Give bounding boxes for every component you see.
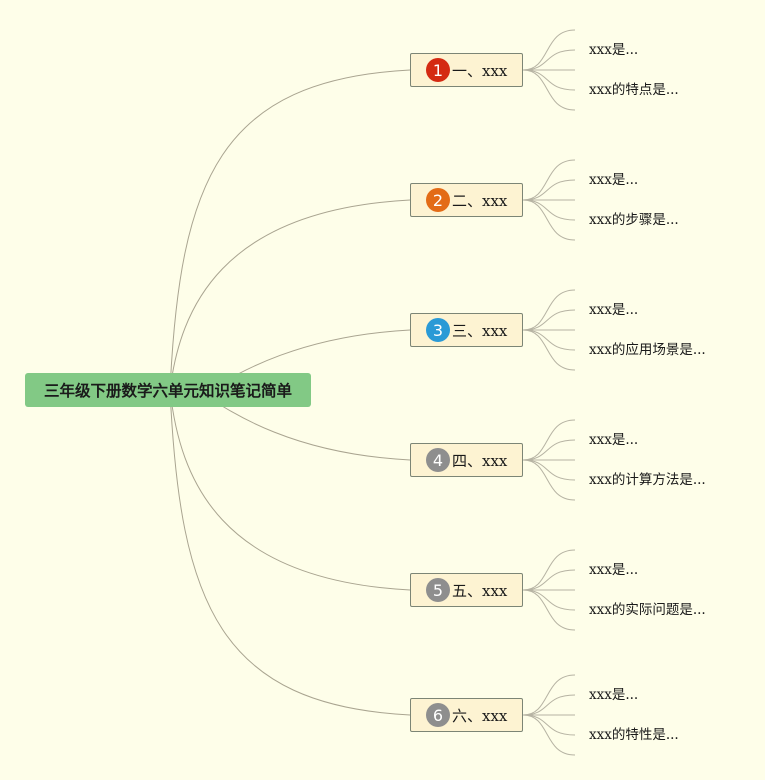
- branch-topic-label: 二、xxx: [452, 191, 508, 210]
- leaf-line-3-1: [522, 289, 576, 331]
- leaf-line-4-1: [522, 419, 576, 461]
- subtopic-2-1[interactable]: xxx是...: [589, 172, 639, 188]
- leaf-line-4-2: [522, 439, 576, 461]
- subtopic-1-2[interactable]: xxx的特点是...: [589, 82, 679, 98]
- subtopic-2-2[interactable]: xxx的步骤是...: [589, 212, 679, 228]
- branch-topic-label: 一、xxx: [452, 61, 508, 80]
- leaf-line-5-4: [522, 589, 576, 611]
- root-topic-label: 三年级下册数学六单元知识笔记简单: [43, 382, 292, 400]
- root-connector-1: [169, 69, 411, 391]
- leaf-line-3-2: [522, 309, 576, 331]
- leaf-line-5-1: [522, 549, 576, 591]
- subtopic-6-1[interactable]: xxx是...: [589, 687, 639, 703]
- subtopic-3-1[interactable]: xxx是...: [589, 302, 639, 318]
- number-badge-icon: 4: [426, 448, 450, 472]
- subtopic-3-2[interactable]: xxx的应用场景是...: [589, 342, 706, 358]
- leaf-line-2-4: [522, 199, 576, 221]
- subtopic-1-1[interactable]: xxx是...: [589, 42, 639, 58]
- subtopic-6-2[interactable]: xxx的特性是...: [589, 727, 679, 743]
- leaf-line-6-1: [522, 674, 576, 716]
- leaf-line-6-5: [522, 714, 576, 756]
- number-badge-icon: 6: [426, 703, 450, 727]
- leaf-line-1-4: [522, 69, 576, 91]
- leaf-line-3-4: [522, 329, 576, 351]
- leaf-line-2-5: [522, 199, 576, 241]
- leaf-line-1-1: [522, 29, 576, 71]
- number-badge-icon: 2: [426, 188, 450, 212]
- root-topic[interactable]: 三年级下册数学六单元知识笔记简单: [25, 373, 311, 407]
- branch-topic-label: 三、xxx: [452, 321, 508, 340]
- number-badge-icon: 1: [426, 58, 450, 82]
- leaf-line-2-1: [522, 159, 576, 201]
- number-badge-icon: 3: [426, 318, 450, 342]
- leaf-line-6-4: [522, 714, 576, 736]
- leaf-line-3-5: [522, 329, 576, 371]
- leaf-line-5-2: [522, 569, 576, 591]
- subtopic-5-1[interactable]: xxx是...: [589, 562, 639, 578]
- subtopic-4-2[interactable]: xxx的计算方法是...: [589, 472, 706, 488]
- leaf-line-4-5: [522, 459, 576, 501]
- root-connector-6: [169, 389, 411, 716]
- root-connector-2: [169, 199, 411, 391]
- leaf-line-2-2: [522, 179, 576, 201]
- branch-topic-label: 六、xxx: [452, 706, 508, 725]
- leaf-line-1-2: [522, 49, 576, 71]
- leaf-line-5-5: [522, 589, 576, 631]
- leaf-line-4-4: [522, 459, 576, 481]
- root-connector-5: [169, 389, 411, 591]
- branch-topic-label: 四、xxx: [452, 451, 508, 470]
- leaf-line-6-2: [522, 694, 576, 716]
- subtopic-5-2[interactable]: xxx的实际问题是...: [589, 602, 706, 618]
- subtopic-4-1[interactable]: xxx是...: [589, 432, 639, 448]
- number-badge-icon: 5: [426, 578, 450, 602]
- leaf-line-1-5: [522, 69, 576, 111]
- branch-topic-label: 五、xxx: [452, 581, 508, 600]
